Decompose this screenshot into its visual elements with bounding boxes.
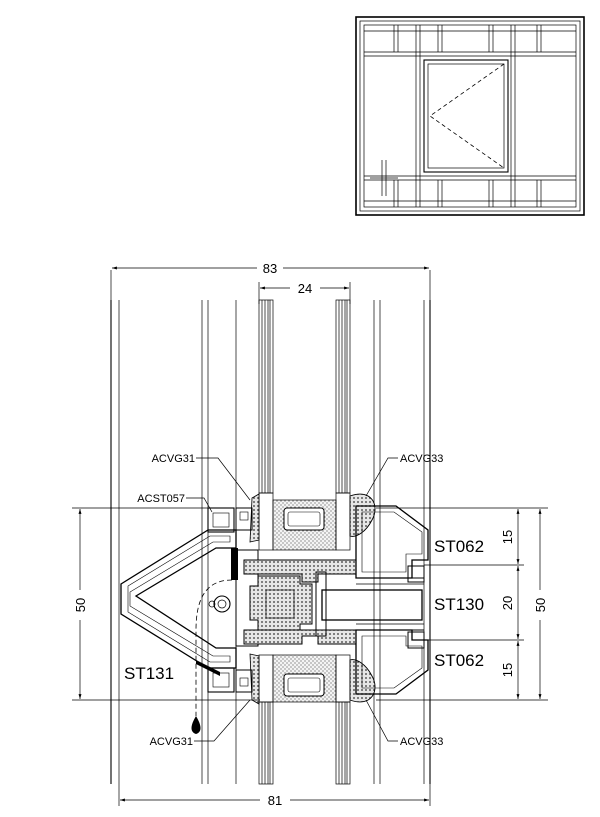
dim-right-top: 15: [500, 530, 515, 544]
leader-lines: [186, 457, 398, 742]
st062-sash-profiles: [355, 505, 429, 695]
dim-glass-width: 24: [298, 281, 312, 296]
dim-height-right: 50: [533, 598, 548, 612]
callout-acst057: ACST057: [137, 493, 185, 505]
dim-right-middle: 20: [500, 596, 515, 610]
st131-frame-profile: [120, 507, 259, 734]
dim-total-width-top: 83: [263, 261, 277, 276]
callout-acvg31-top: ACVG31: [152, 453, 195, 465]
dim-total-width-bottom: 81: [268, 793, 282, 808]
glass-spacers: [258, 492, 351, 703]
st130-thermal-break: [243, 559, 424, 645]
callout-st062-bottom: ST062: [434, 651, 484, 670]
dim-right-bottom: 15: [500, 663, 515, 677]
callout-st130: ST130: [434, 595, 484, 614]
callout-acvg33-bottom: ACVG33: [400, 736, 443, 748]
section-frame-lines: [110, 300, 431, 784]
callout-acvg33-top: ACVG33: [400, 453, 443, 465]
dimension-lines: [72, 266, 548, 806]
callout-st131: ST131: [124, 664, 174, 683]
callout-acvg31-bottom: ACVG31: [150, 736, 193, 748]
dim-height-left: 50: [73, 598, 88, 612]
callout-st062-top: ST062: [434, 537, 484, 556]
window-elevation-thumbnail: [355, 16, 585, 216]
